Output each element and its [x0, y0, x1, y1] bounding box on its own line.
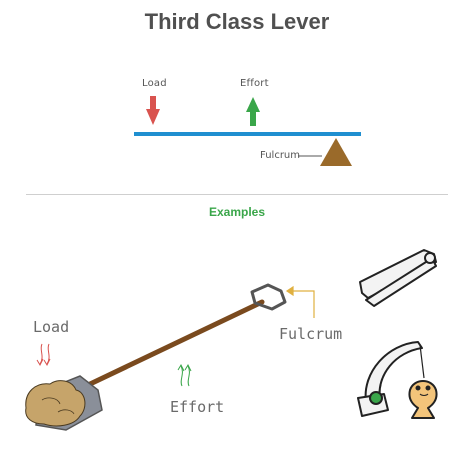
effort-up-arrows-icon: [177, 363, 192, 387]
fulcrum-label: Fulcrum: [260, 150, 301, 161]
section-divider: [26, 194, 448, 195]
fulcrum-marker-icon: [285, 285, 315, 318]
page-title: Third Class Lever: [144, 9, 330, 34]
shovel-fulcrum-label: Fulcrum: [279, 325, 343, 343]
fulcrum-triangle: [320, 138, 352, 166]
shovel-load-label: Load: [33, 318, 70, 336]
tongs-icon: [359, 249, 437, 307]
shovel-effort-label: Effort: [170, 398, 225, 416]
load-down-arrows-icon: [36, 343, 51, 367]
shovel-icon: [25, 283, 287, 431]
effort-arrow-icon: [246, 97, 260, 126]
load-label: Load: [142, 78, 167, 89]
examples-heading: Examples: [208, 205, 266, 219]
effort-label: Effort: [240, 78, 269, 89]
fishing-rod-icon: [357, 341, 438, 419]
load-arrow-icon: [146, 96, 160, 125]
lever-beam: [134, 132, 361, 136]
